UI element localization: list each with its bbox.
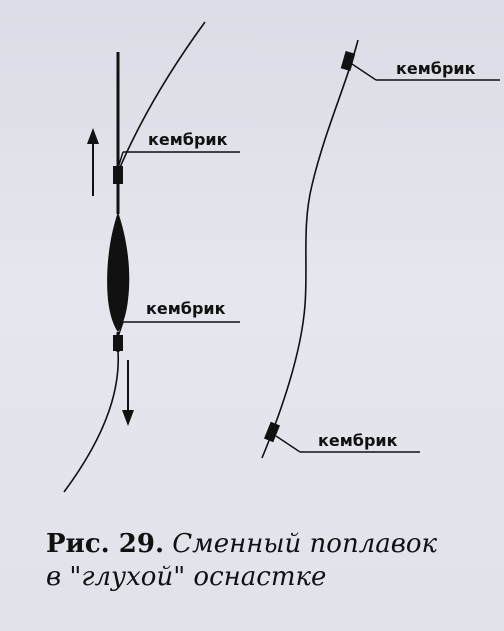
label-kembrik-bottom-right: кембрик <box>318 431 398 450</box>
main-line-lower-left <box>63 350 120 493</box>
float-rig-diagram: кембрик кембрик кембрик кембрик <box>63 21 500 493</box>
main-line-right <box>261 39 359 459</box>
float-body <box>107 212 130 332</box>
leader-bottom-right <box>275 435 301 453</box>
arrow-down-icon <box>122 360 134 426</box>
main-line-upper-left <box>117 21 206 173</box>
leader-mid-left-tick <box>117 321 124 338</box>
caption-line-1: Сменный поплавок <box>172 529 438 559</box>
cambric-top-left <box>113 166 123 184</box>
cambric-top-right <box>340 50 356 72</box>
cambric-bottom-right <box>263 421 281 443</box>
figure-number: Рис. 29. <box>46 529 165 559</box>
arrow-up-icon <box>87 128 99 196</box>
caption-line-2: в "глухой" оснастке <box>46 562 327 592</box>
label-kembrik-mid-left: кембрик <box>146 299 226 318</box>
figure-caption: Рис. 29. Сменный поплавок в "глухой" осн… <box>46 528 486 594</box>
label-kembrik-top-right: кембрик <box>396 59 476 78</box>
leader-top-left-tick <box>117 151 124 169</box>
leader-top-right <box>351 63 377 81</box>
label-kembrik-top-left: кембрик <box>148 130 228 149</box>
cambric-mid-left <box>113 335 123 351</box>
